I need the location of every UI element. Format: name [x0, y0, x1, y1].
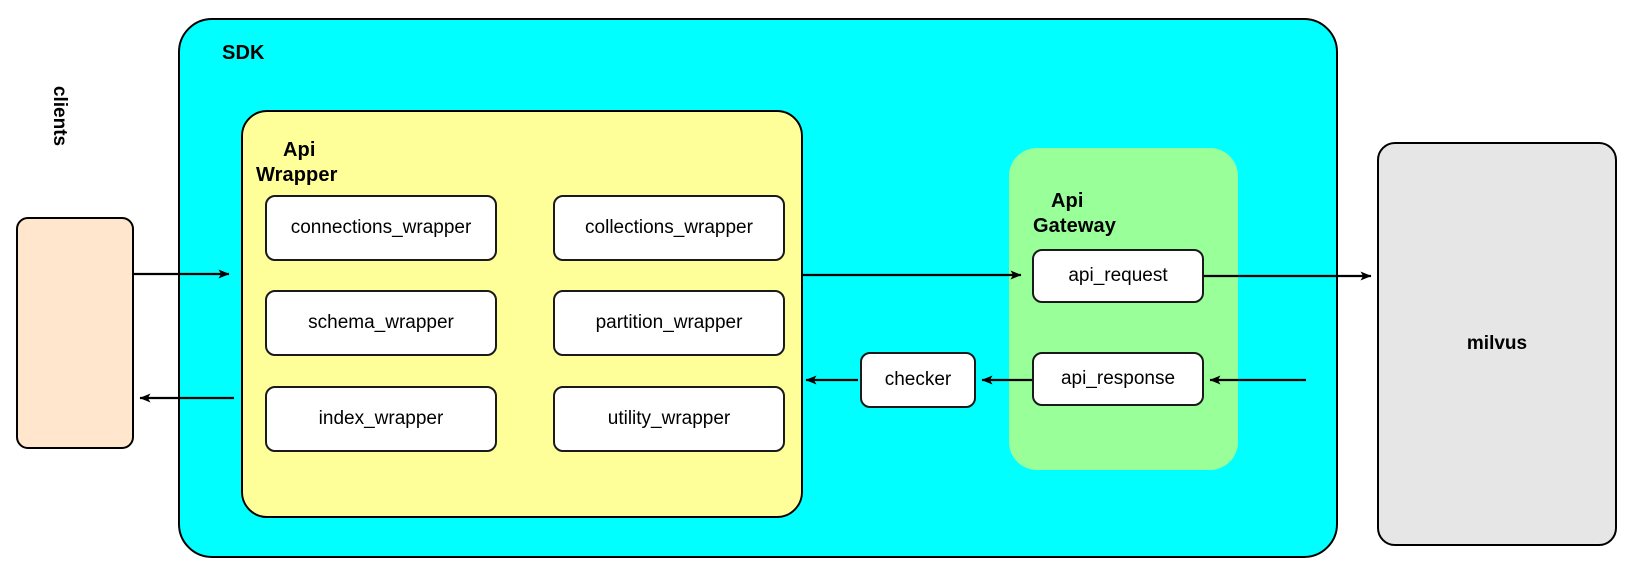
milvus-label: milvus: [1466, 333, 1528, 354]
api-gateway-title-line1: Api: [1051, 190, 1084, 213]
api-gateway-container: [1009, 148, 1238, 470]
sdk-title: SDK: [222, 42, 265, 64]
module-partition-wrapper[interactable]: partition_wrapper: [553, 290, 785, 356]
module-connections-wrapper[interactable]: connections_wrapper: [265, 195, 497, 261]
module-index-wrapper[interactable]: index_wrapper: [265, 386, 497, 452]
clients-container: [16, 217, 134, 449]
api-request-node[interactable]: api_request: [1032, 249, 1204, 303]
api-gateway-title: Api Gateway: [1033, 165, 1116, 263]
clients-label: clients: [48, 85, 70, 147]
module-schema-wrapper[interactable]: schema_wrapper: [265, 290, 497, 356]
api-response-node[interactable]: api_response: [1032, 352, 1204, 406]
milvus-container: [1377, 142, 1617, 546]
module-utility-wrapper[interactable]: utility_wrapper: [553, 386, 785, 452]
checker-node[interactable]: checker: [860, 352, 976, 408]
api-wrapper-title-line2: Wrapper: [256, 163, 338, 186]
clients-label-wrap: clients: [0, 0, 118, 232]
module-collections-wrapper[interactable]: collections_wrapper: [553, 195, 785, 261]
api-wrapper-title: Api Wrapper: [256, 114, 337, 212]
api-gateway-title-line2: Gateway: [1033, 214, 1116, 237]
api-wrapper-title-line1: Api: [283, 139, 316, 162]
